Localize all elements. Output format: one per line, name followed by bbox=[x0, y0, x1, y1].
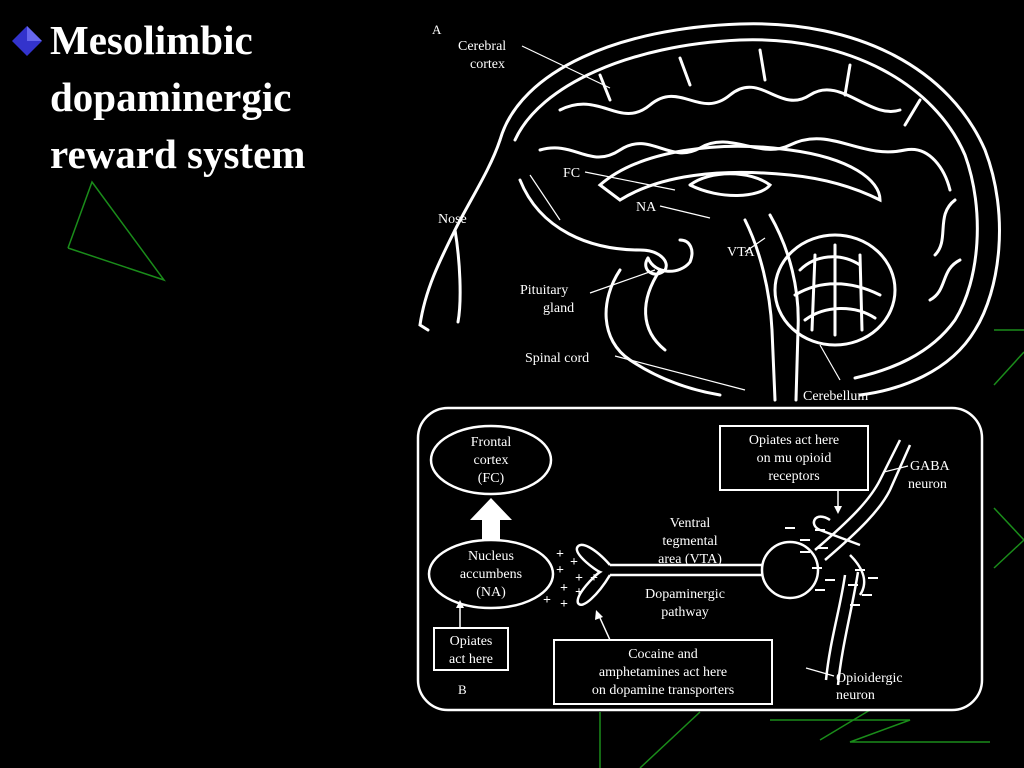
label-na: NA bbox=[636, 200, 657, 215]
gaba-label-2: neuron bbox=[908, 477, 947, 492]
svg-text:+: + bbox=[556, 563, 564, 578]
dopaminergic-label-2: pathway bbox=[661, 605, 708, 620]
gaba-label-1: GABA bbox=[910, 459, 951, 474]
label-vta: VTA bbox=[727, 245, 756, 260]
cocaine-label-2: amphetamines act here bbox=[599, 665, 727, 680]
opiates-na-label-2: act here bbox=[449, 652, 493, 667]
label-pituitary-2: gland bbox=[543, 301, 574, 316]
opiates-mu-label-3: receptors bbox=[768, 469, 819, 484]
title-line-1: Mesolimbic bbox=[50, 17, 253, 63]
label-spinal-cord: Spinal cord bbox=[525, 351, 589, 366]
diamond-bullet-icon bbox=[12, 26, 42, 56]
inhibitory-minus-signs bbox=[785, 527, 878, 606]
cocaine-label-3: on dopamine transporters bbox=[592, 683, 734, 698]
label-fc: FC bbox=[563, 166, 580, 181]
opiates-na-label-1: Opiates bbox=[450, 634, 493, 649]
frontal-cortex-label-2: cortex bbox=[474, 453, 509, 468]
opiates-mu-label-1: Opiates act here bbox=[749, 433, 839, 448]
label-cerebellum: Cerebellum bbox=[803, 389, 868, 404]
svg-text:+: + bbox=[570, 555, 578, 570]
svg-text:+: + bbox=[575, 585, 583, 600]
up-arrow-icon bbox=[470, 498, 512, 540]
vta-cell-body bbox=[760, 540, 820, 600]
vta-label-1: Ventral bbox=[670, 516, 711, 531]
svg-text:+: + bbox=[560, 581, 568, 596]
cocaine-label-1: Cocaine and bbox=[628, 647, 698, 662]
label-cerebral-cortex-2: cortex bbox=[470, 57, 505, 72]
slide-title: Mesolimbic dopaminergic reward system bbox=[50, 12, 410, 183]
panel-a-label: A bbox=[432, 22, 442, 37]
title-line-2: dopaminergic bbox=[50, 74, 292, 120]
dopamine-plus-signs: ++ ++ ++ ++ + bbox=[543, 547, 598, 612]
vta-label-2: tegmental bbox=[662, 534, 717, 549]
svg-text:+: + bbox=[560, 597, 568, 612]
svg-text:+: + bbox=[543, 593, 551, 608]
frontal-cortex-label-1: Frontal bbox=[471, 435, 512, 450]
svg-text:+: + bbox=[590, 571, 598, 586]
svg-text:+: + bbox=[556, 547, 564, 562]
label-pituitary-1: Pituitary bbox=[520, 283, 568, 298]
dopaminergic-label-1: Dopaminergic bbox=[645, 587, 725, 602]
nucleus-accumbens-label-2: accumbens bbox=[460, 567, 522, 582]
nucleus-accumbens-label-1: Nucleus bbox=[468, 549, 514, 564]
vta-label-3: area (VTA) bbox=[658, 552, 722, 567]
opioidergic-label-1: Opioidergic bbox=[836, 671, 903, 686]
title-line-3: reward system bbox=[50, 131, 306, 177]
frontal-cortex-ellipse bbox=[429, 424, 553, 496]
label-nose: Nose bbox=[438, 212, 467, 227]
opiates-mu-label-2: on mu opioid bbox=[757, 451, 832, 466]
opioidergic-label-2: neuron bbox=[836, 688, 875, 703]
label-cerebral-cortex-1: Cerebral bbox=[458, 39, 506, 54]
panel-b-label: B bbox=[458, 682, 467, 697]
frontal-cortex-label-3: (FC) bbox=[478, 471, 505, 486]
svg-text:+: + bbox=[575, 571, 583, 586]
nucleus-accumbens-label-3: (NA) bbox=[476, 585, 506, 600]
